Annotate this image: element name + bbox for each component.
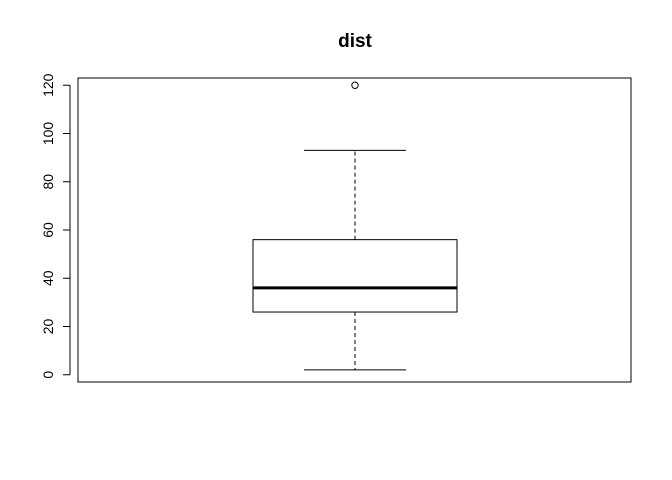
y-tick-label-0: 0 (40, 371, 56, 379)
y-tick-label-80: 80 (40, 174, 56, 190)
y-tick-label-20: 20 (40, 319, 56, 335)
y-tick-label-40: 40 (40, 270, 56, 286)
y-tick-label-100: 100 (40, 122, 56, 146)
iqr-box (252, 239, 458, 313)
y-axis: 0 20 40 60 80 100 120 (40, 73, 71, 379)
y-tick-label-60: 60 (40, 222, 56, 238)
outlier-point-0 (351, 81, 359, 89)
plot-frame (77, 77, 632, 383)
y-tick-label-120: 120 (40, 73, 56, 97)
chart-title: dist (338, 31, 372, 52)
box-group (252, 81, 458, 371)
